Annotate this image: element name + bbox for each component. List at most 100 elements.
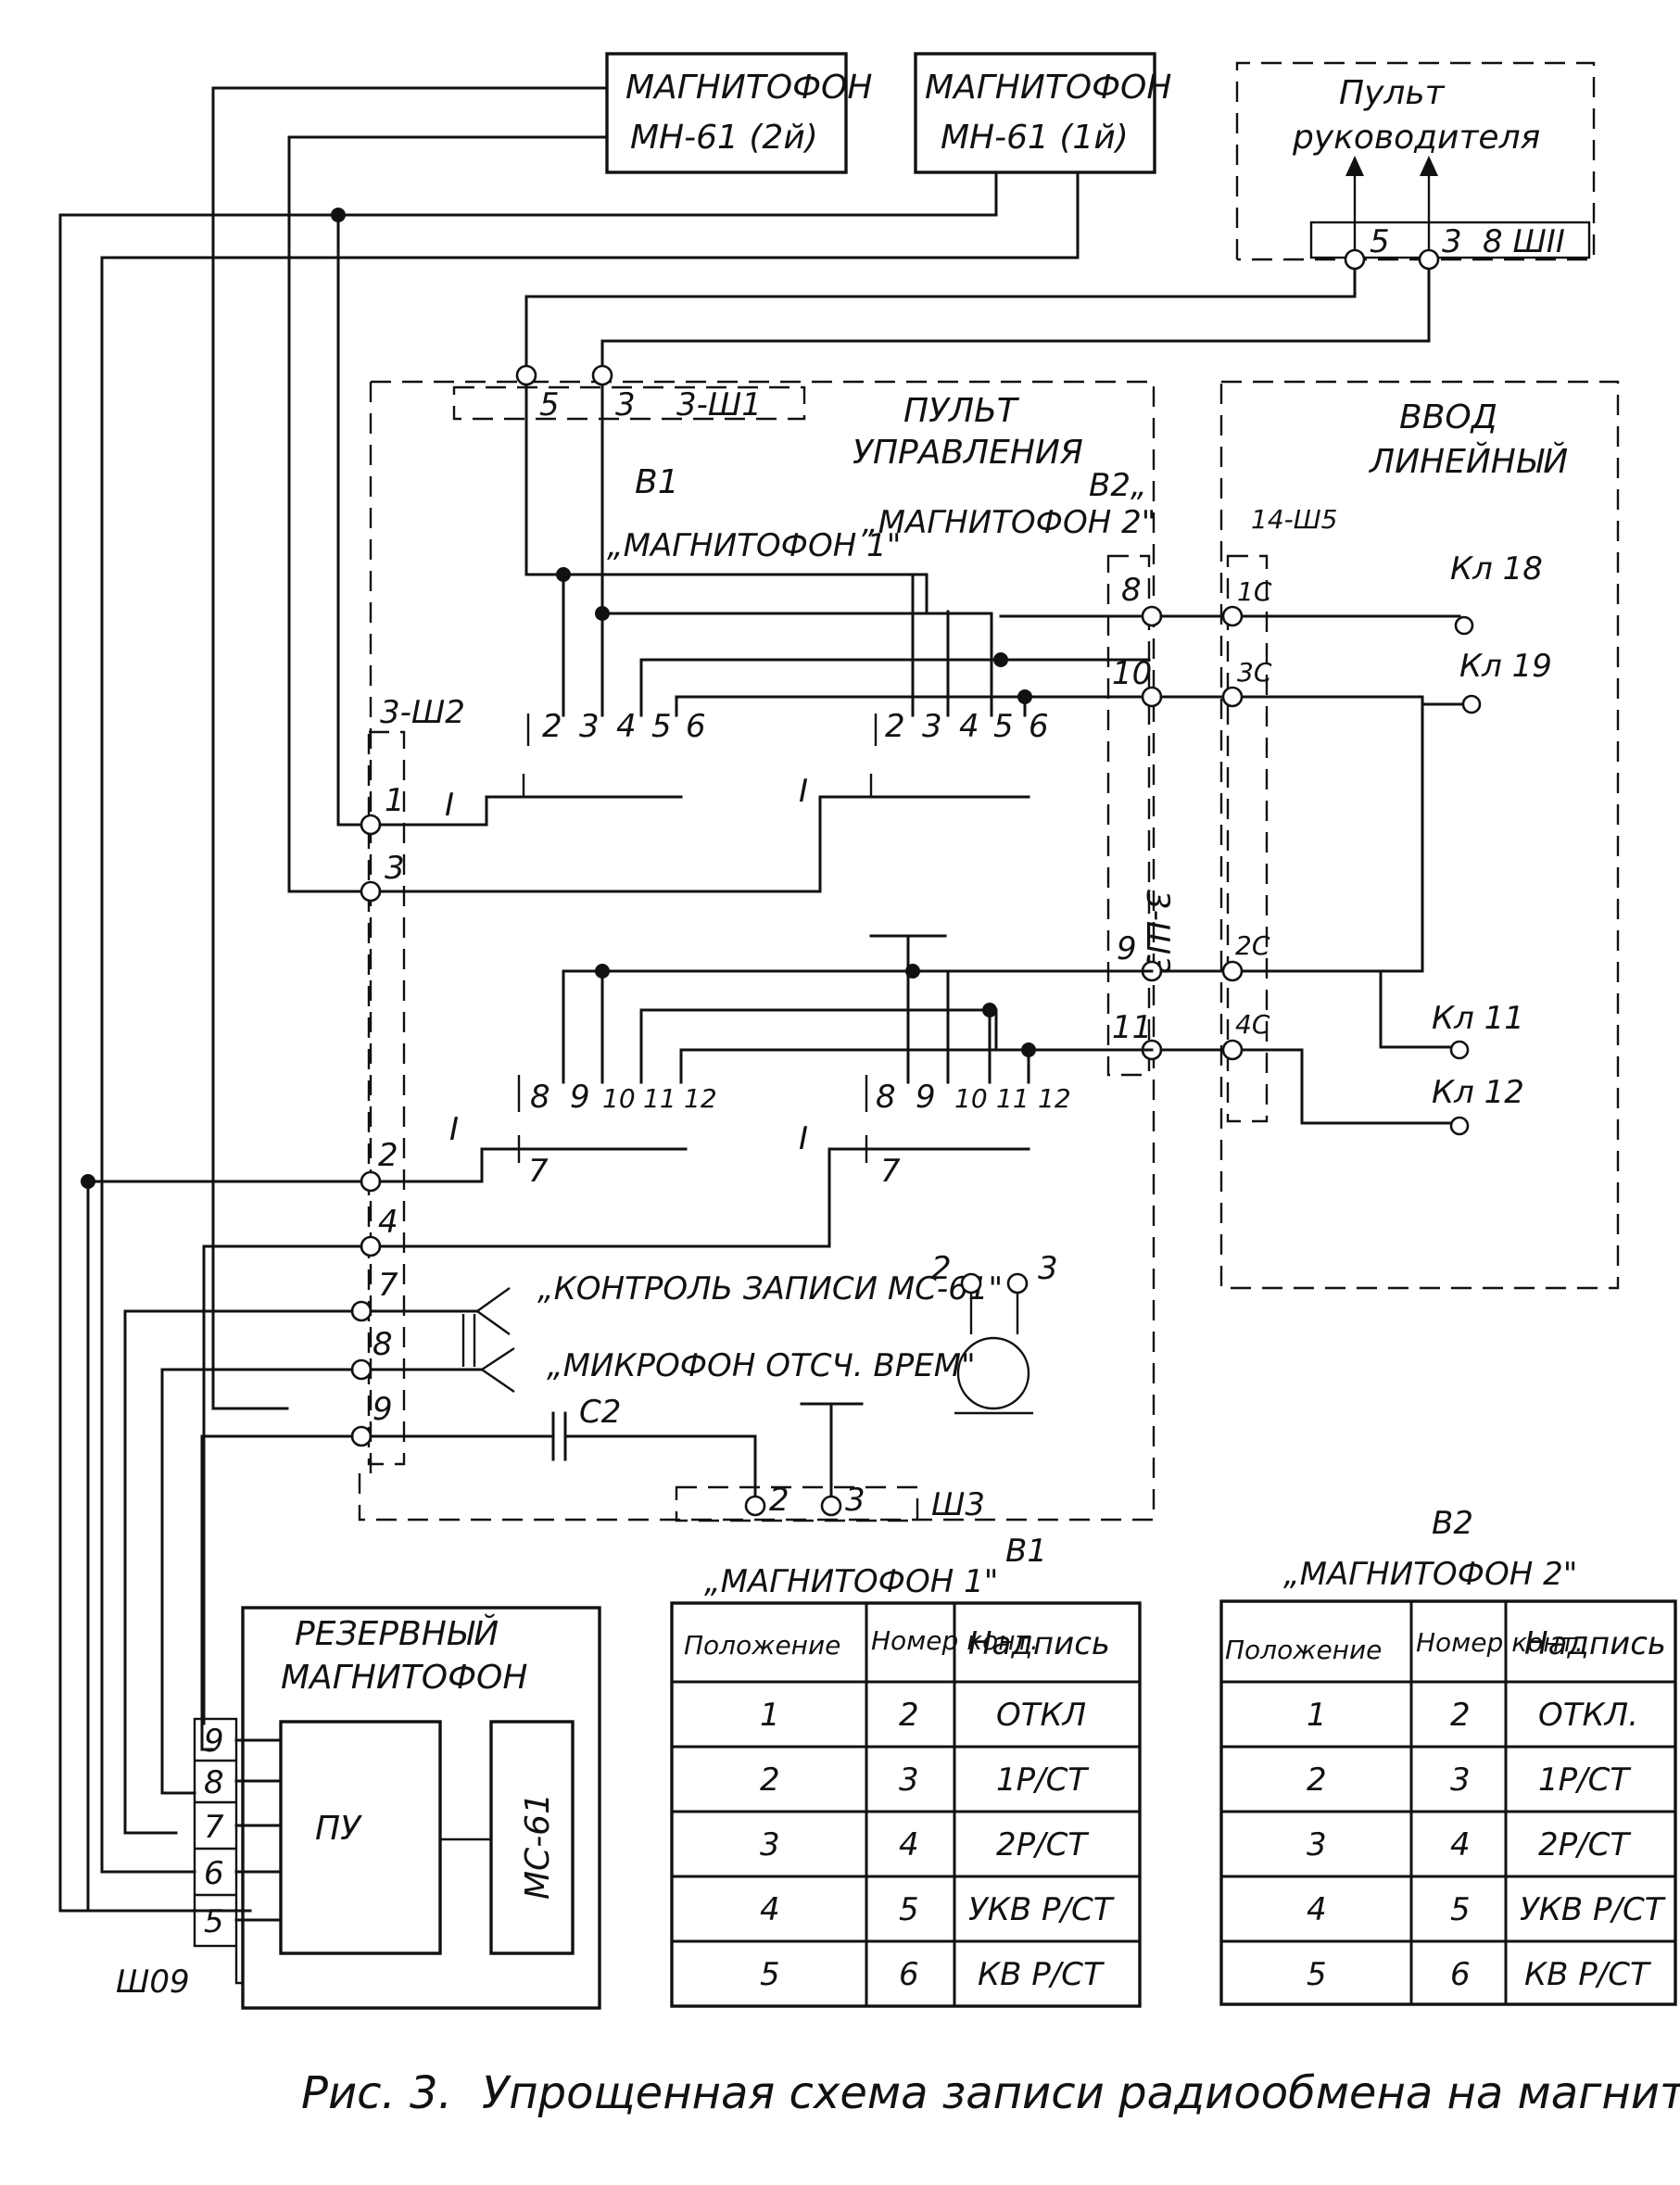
output-kl18 [1454, 615, 1474, 636]
b2-lower-contact-9: 9 [916, 1079, 936, 1116]
terminal-14sh5-3c-label: 3С [1237, 657, 1272, 688]
connector-3sh1-pin-3: 3 [615, 386, 636, 423]
connector-3sh3-label: 3-Ш3 [1139, 890, 1176, 975]
supervisor-connector-label: 8 ШII [1483, 223, 1565, 260]
reserve-pin-stack [193, 1717, 238, 1948]
table-b2-cell: 6 [1450, 1956, 1471, 1993]
terminal-3sh2-3 [360, 880, 382, 903]
reserve-recorder-box [241, 1606, 601, 2010]
terminal-14sh5-1c-label: 1С [1237, 576, 1272, 607]
connector-sh3-frame [675, 1485, 919, 1522]
b2-name: „МАГНИТОФОН 2" [862, 504, 1156, 541]
table-b1-header-position: Положение [684, 1630, 840, 1661]
b2-upper-contact-5: 5 [993, 708, 1014, 745]
mc61-label: МС-61 [519, 1793, 557, 1900]
supervisor-arrow-3 [1420, 156, 1438, 176]
b1-name: „МАГНИТОФОН 1" [607, 527, 901, 564]
terminal-supervisor-3 [1418, 248, 1440, 271]
table-b2-cell: 3 [1307, 1826, 1327, 1863]
supervisor-title-1: Пульт [1339, 74, 1446, 112]
table-b2-cell: 2Р/СТ [1538, 1826, 1631, 1863]
reserve-title-1: РЕЗЕРВНЫЙ [295, 1614, 499, 1653]
connector-3sh1-frame [452, 385, 806, 421]
jack-microphone: „МИКРОФОН ОТСЧ. ВРЕМ" [547, 1347, 976, 1384]
supervisor-pin-5: 5 [1370, 223, 1390, 260]
b1-label: В1 [635, 463, 679, 501]
table-b1-cell: 4 [899, 1826, 919, 1863]
terminal-3sh2-8 [350, 1358, 373, 1381]
b2-lower-contact-8: 8 [876, 1079, 896, 1116]
line-input-frame [1219, 380, 1620, 1290]
reserve-pin-8: 8 [204, 1764, 224, 1801]
terminal-3sh2-2 [360, 1170, 382, 1193]
terminal-supervisor-5 [1344, 248, 1366, 271]
output-kl11-label: Кл 11 [1432, 1000, 1524, 1037]
control-panel-title-2: УПРАВЛЕНИЯ [853, 434, 1083, 472]
terminal-3sh3-10-label: 10 [1112, 655, 1152, 692]
b1-upper-contact-3: 3 [579, 708, 600, 745]
table-b2-cell: 4 [1450, 1826, 1471, 1863]
terminal-14sh5-2c-label: 2С [1235, 930, 1270, 961]
b2-common-contact: 7 [880, 1153, 901, 1190]
reserve-connector-label: Ш09 [116, 1964, 190, 2001]
table-b2-cell: 3 [1450, 1762, 1471, 1799]
terminal-14sh5-3c [1221, 686, 1244, 708]
reserve-pin-6: 6 [204, 1855, 224, 1892]
table-b1-title-2: „МАГНИТОФОН 1" [704, 1563, 998, 1600]
reserve-pin-9: 9 [204, 1723, 224, 1760]
b1-upper-contact-2: 2 [542, 708, 562, 745]
reserve-pin-7: 7 [204, 1809, 224, 1846]
connector-3sh1-pin-5: 5 [539, 386, 560, 423]
recorder-2-box [605, 52, 848, 174]
output-kl19 [1461, 694, 1482, 714]
figure-number: Рис. 3. [301, 2067, 452, 2119]
b2-lower-contact-12: 12 [1038, 1083, 1071, 1114]
connector-3sh1-label: 3-Ш1 [676, 386, 762, 423]
table-b2-title-1: В2 [1432, 1505, 1473, 1542]
connector-3sh2-frame [367, 730, 406, 1466]
switch-b1-position-lower: I [449, 1111, 459, 1148]
terminal-14sh5-4c-label: 4С [1235, 1009, 1270, 1040]
table-b2-header-label: Надпись [1524, 1625, 1666, 1662]
b2-lower-contact-11: 11 [996, 1083, 1029, 1114]
table-b1-cell: КВ Р/СТ [978, 1956, 1105, 1993]
mic-pin-3: 3 [1038, 1250, 1058, 1287]
connector-sh3-pin-2 [744, 1495, 766, 1517]
table-b2-cell: 1 [1307, 1697, 1327, 1734]
terminal-3sh2-3-label: 3 [385, 850, 405, 887]
recorder-2-model: МН-61 (2й) [630, 119, 818, 157]
table-b2-header-contact: Номер конт. [1416, 1627, 1584, 1658]
table-b1-title-1: В1 [1005, 1533, 1047, 1570]
b1-lower-contact-8: 8 [530, 1079, 550, 1116]
supervisor-title-2: руководителя [1292, 119, 1540, 157]
table-b2-cell: ОТКЛ. [1538, 1697, 1638, 1734]
table-b2-cell: 2 [1450, 1697, 1471, 1734]
table-b2 [1219, 1599, 1677, 2006]
switch-b2-position-lower: I [799, 1120, 808, 1157]
control-panel-title-1: ПУЛЬТ [903, 392, 1020, 430]
output-kl19-label: Кл 19 [1459, 648, 1552, 685]
b2-upper-contact-4: 4 [959, 708, 979, 745]
output-kl12 [1449, 1116, 1470, 1136]
terminal-3sh2-2-label: 2 [378, 1137, 398, 1174]
figure-caption: Упрощенная схема записи радиообмена на м… [482, 2067, 1680, 2119]
supervisor-box [1235, 61, 1596, 261]
switch-b2-position-upper: I [799, 773, 808, 810]
table-b2-header-position: Положение [1225, 1635, 1382, 1665]
b1-lower-contact-10: 10 [602, 1083, 636, 1114]
terminal-3sh2-7-label: 7 [378, 1267, 398, 1304]
capacitor-c2-label: С2 [579, 1394, 621, 1431]
terminal-3sh2-1 [360, 814, 382, 836]
table-b1-cell: 2 [760, 1762, 780, 1799]
mic-terminal-3 [1006, 1272, 1029, 1295]
terminal-3sh2-9-label: 9 [373, 1391, 393, 1428]
terminal-14sh5-2c [1221, 960, 1244, 982]
b1-lower-contact-11: 11 [643, 1083, 676, 1114]
terminal-3sh1-3 [591, 364, 613, 386]
table-b1 [670, 1601, 1142, 2008]
table-b2-cell: КВ Р/СТ [1524, 1956, 1651, 1993]
output-kl11 [1449, 1040, 1470, 1060]
table-b1-cell: 4 [760, 1891, 780, 1928]
table-b2-cell: УКВ Р/СТ [1520, 1891, 1666, 1928]
connector-sh3-pin-3-label: 3 [845, 1482, 865, 1519]
